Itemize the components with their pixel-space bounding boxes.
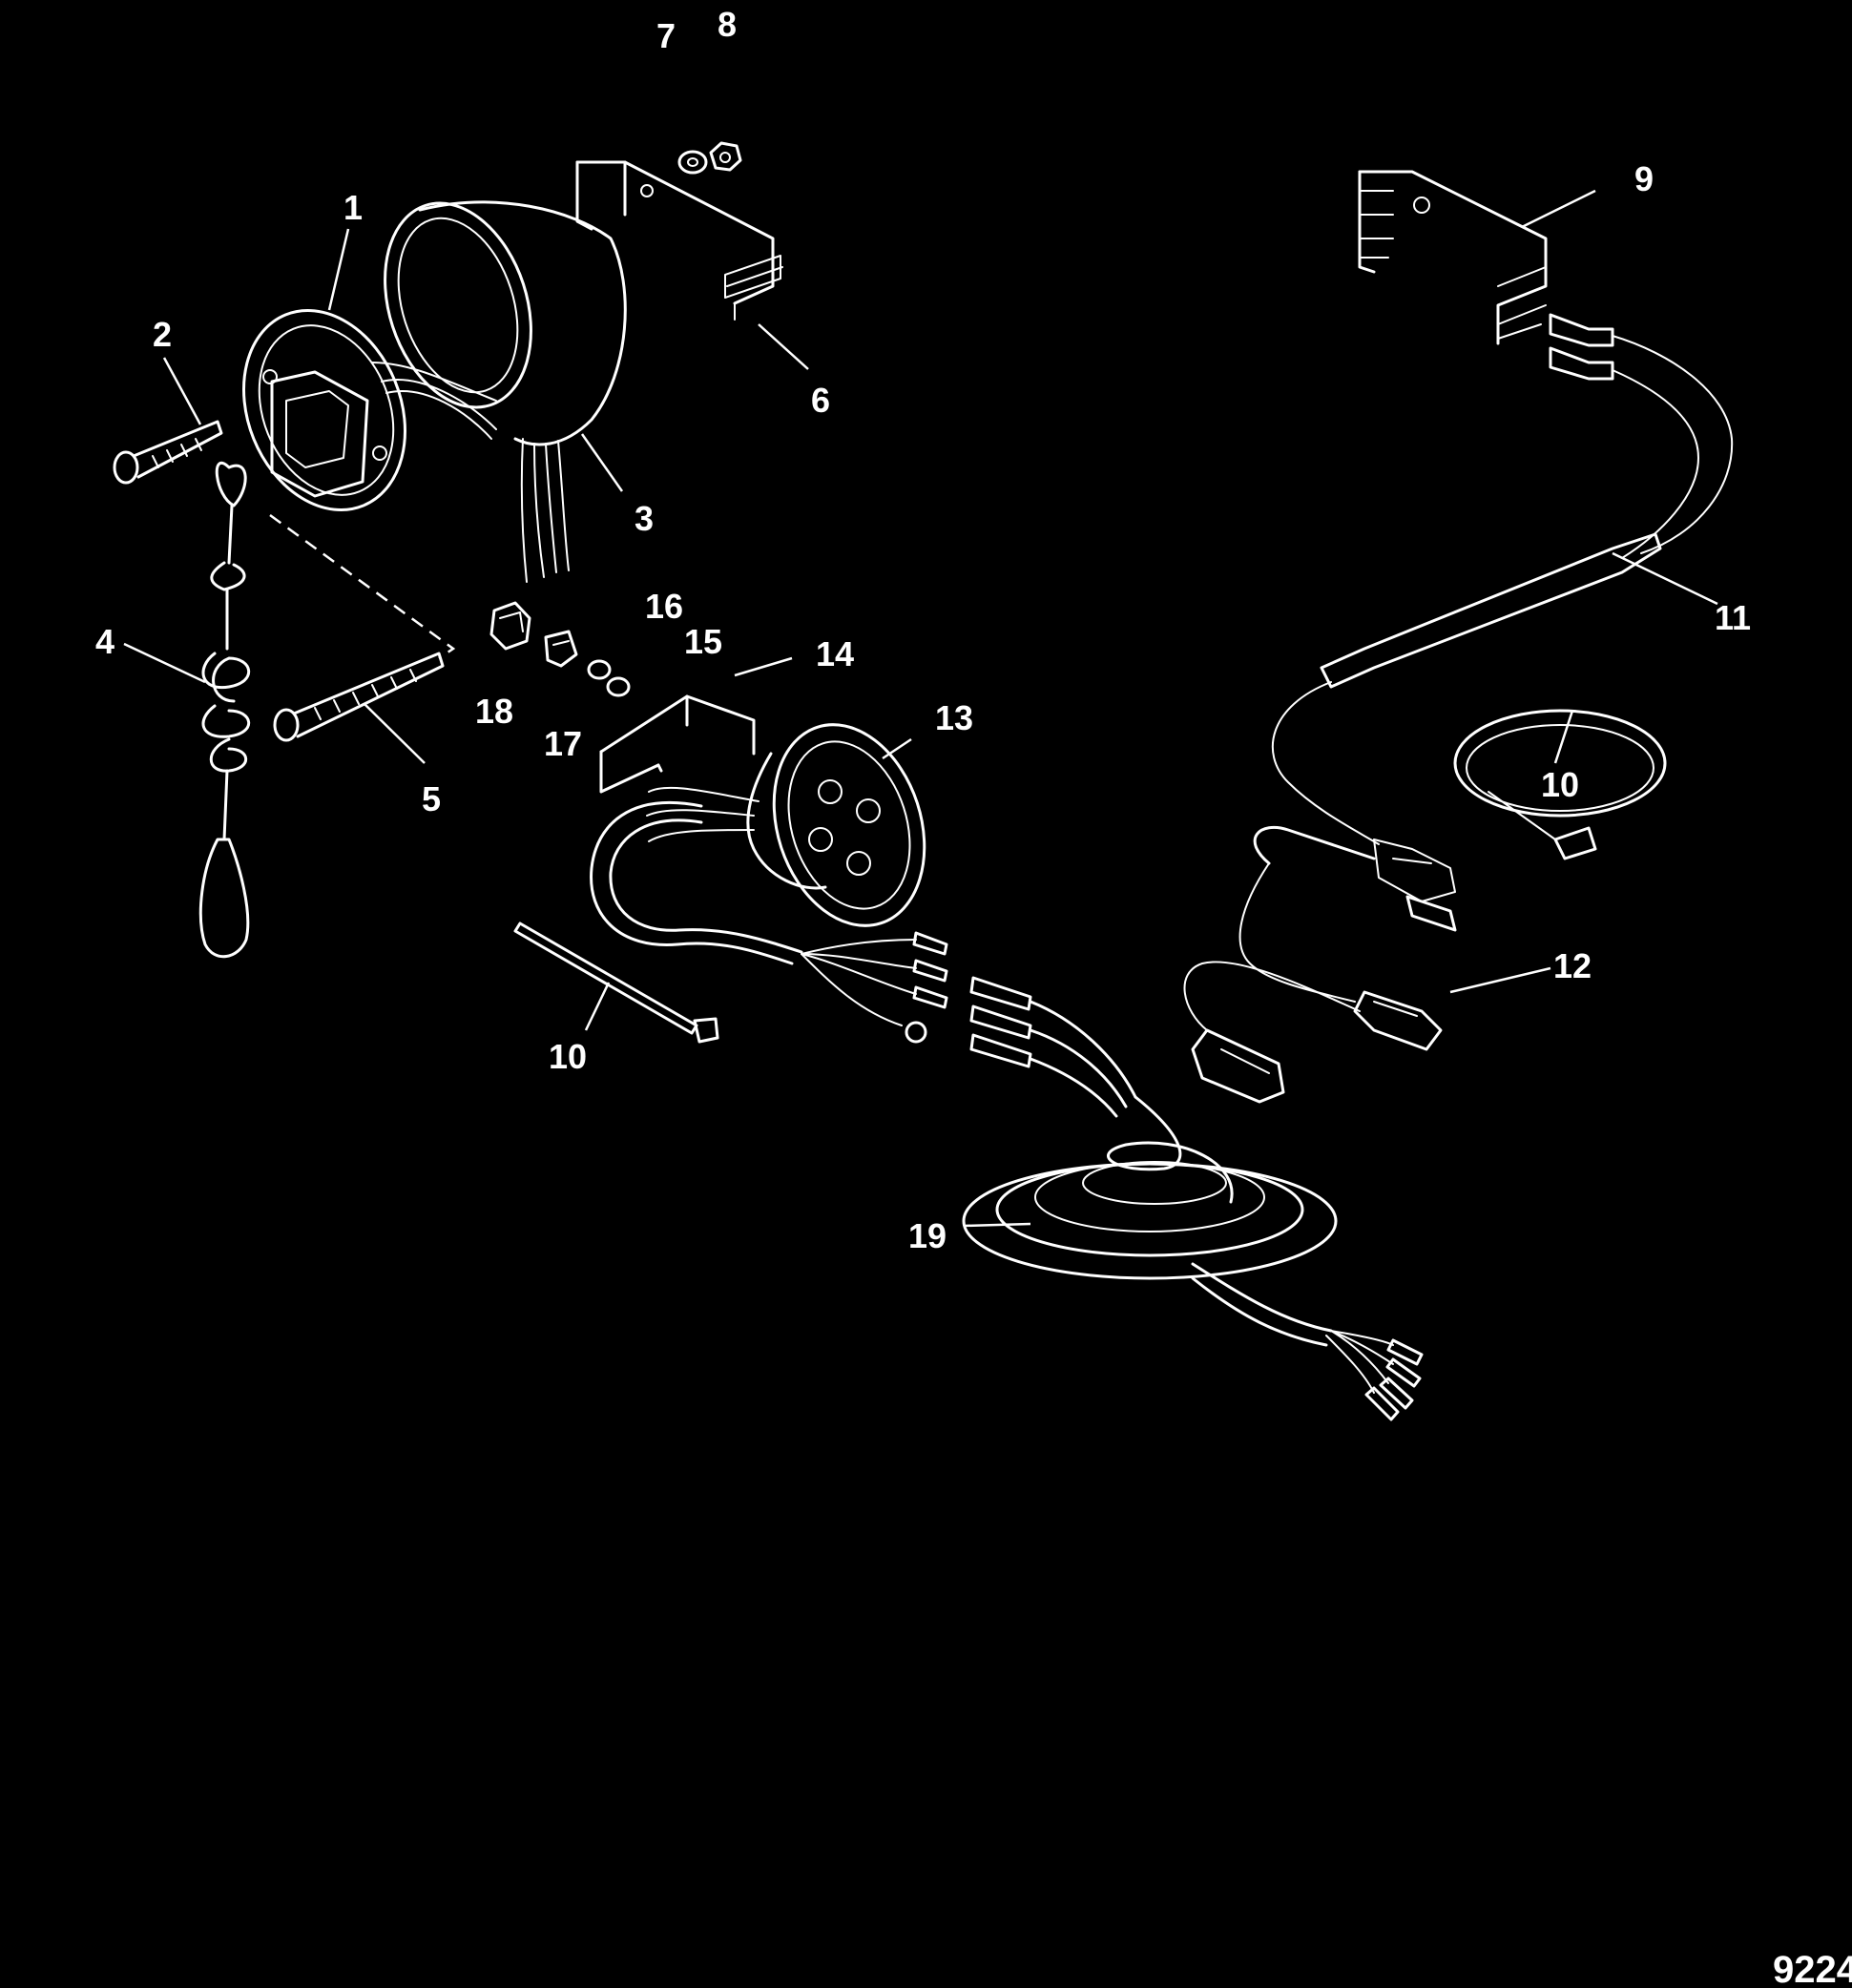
- part-lead-wire: [1271, 313, 1734, 902]
- part-hose-clamp: [1453, 709, 1667, 860]
- callout-3: 3: [635, 499, 654, 538]
- part-connector-18: [489, 601, 531, 651]
- figure-number: 9224: [1773, 1949, 1852, 1988]
- part-cable-tie-left: [513, 922, 719, 1044]
- callout-labels: 1 2 3 4 5 6 7 8 9 10 10 11 12 13 14 15 1…: [95, 5, 1751, 1255]
- part-coiled-cable: [962, 976, 1424, 1421]
- leader-lines: [123, 189, 1718, 1228]
- assembly-dashed-line: [269, 513, 456, 660]
- callout-1: 1: [343, 188, 363, 227]
- callout-14: 14: [816, 634, 854, 673]
- part-right-bracket: [1358, 170, 1548, 345]
- callout-15: 15: [684, 622, 722, 661]
- callout-10-right: 10: [1541, 765, 1579, 804]
- part-nut: [709, 141, 742, 172]
- part-housing-cylinder: [381, 200, 627, 583]
- part-gauge-harness: [590, 723, 948, 1044]
- part-bezel-switch: [242, 308, 497, 512]
- callout-8: 8: [718, 5, 737, 44]
- callout-10-left: 10: [549, 1037, 587, 1076]
- callout-12: 12: [1553, 946, 1592, 985]
- part-lanyard: [198, 461, 251, 959]
- callout-6: 6: [811, 381, 830, 420]
- callout-7: 7: [656, 16, 676, 55]
- callout-18: 18: [475, 692, 513, 731]
- part-angle-bracket: [575, 160, 783, 321]
- part-connector-17: [544, 630, 578, 668]
- part-nut-15: [606, 676, 631, 697]
- part-washer: [677, 150, 708, 175]
- callout-17: 17: [544, 724, 582, 763]
- callout-16: 16: [645, 587, 683, 626]
- callout-13: 13: [935, 698, 973, 737]
- callout-9: 9: [1634, 159, 1654, 198]
- callout-2: 2: [153, 315, 172, 354]
- part-screw-short: [113, 420, 223, 485]
- callout-19: 19: [908, 1216, 947, 1255]
- part-nut-16: [587, 659, 612, 680]
- callout-11: 11: [1715, 598, 1751, 637]
- callout-4: 4: [95, 622, 114, 661]
- part-sensor-connector: [1183, 825, 1457, 1104]
- part-screw-long: [273, 652, 445, 742]
- callout-5: 5: [422, 779, 441, 818]
- part-u-bracket: [599, 694, 756, 794]
